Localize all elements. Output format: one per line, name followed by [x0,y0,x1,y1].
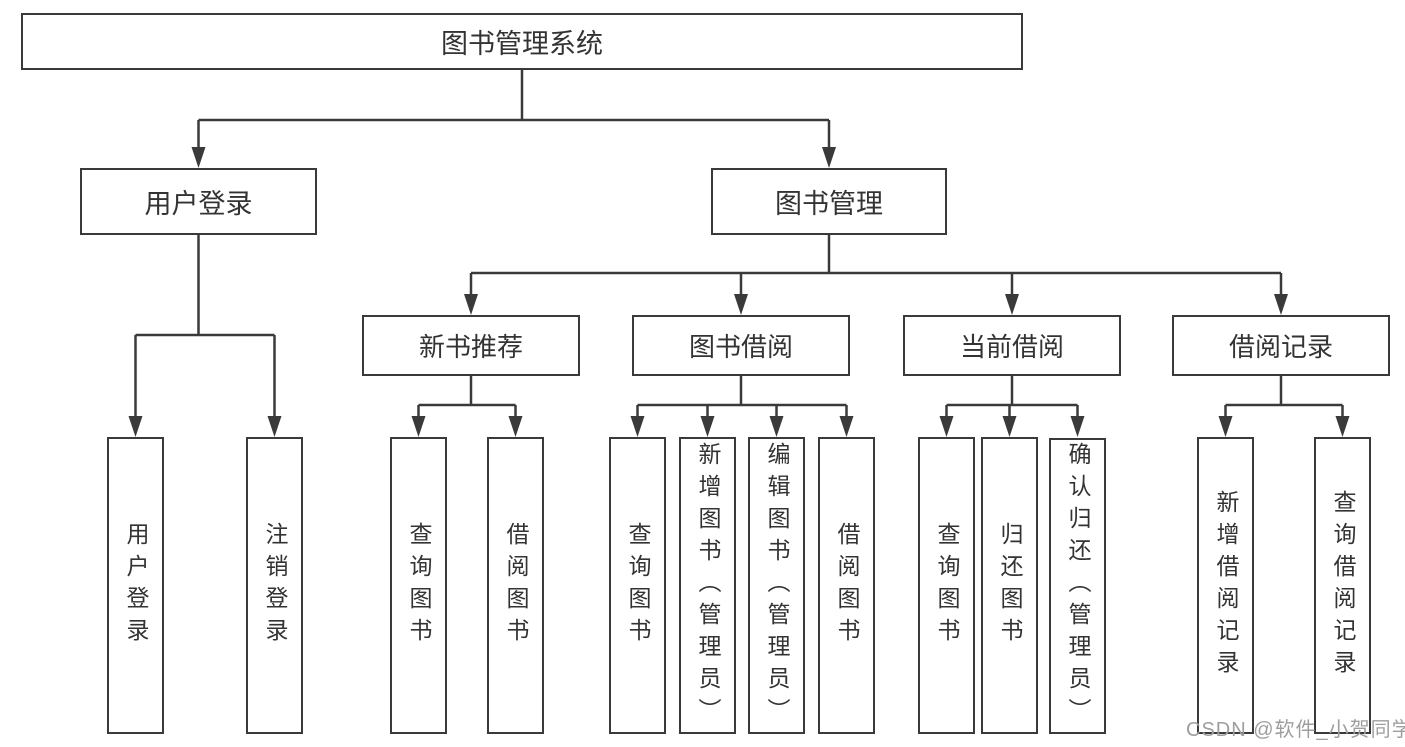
leaf-add-books-admin: 新增图书（管理员） [679,437,736,734]
node-label: 新增借阅记录 [1213,489,1239,682]
tree-connectors [134,70,1344,423]
leaf-edit-books-admin: 编辑图书（管理员） [748,437,805,734]
node-label: 确认归还（管理员） [1065,442,1091,730]
node-book-borrowing: 图书借阅 [632,315,850,376]
node-label: 用户登录 [144,189,253,219]
leaf-borrow-books-2: 借阅图书 [818,437,875,734]
node-label: 借阅图书 [503,521,529,650]
node-label: 图书管理系统 [441,29,603,59]
node-label: 当前借阅 [959,332,1064,362]
node-borrowing-records: 借阅记录 [1172,315,1390,376]
node-label: 查询借阅记录 [1330,489,1356,682]
node-current-borrowing: 当前借阅 [903,315,1121,376]
node-label: 新增图书（管理员） [695,441,721,730]
node-new-book-recommend: 新书推荐 [362,315,580,376]
leaf-query-books-1: 查询图书 [390,437,447,734]
node-label: 注销登录 [262,521,288,650]
node-label: 图书借阅 [688,332,793,362]
leaf-logout: 注销登录 [246,437,303,734]
node-label: 借阅记录 [1228,332,1333,362]
leaf-return-books: 归还图书 [981,437,1038,734]
node-label: 借阅图书 [834,521,860,650]
node-root: 图书管理系统 [21,13,1023,70]
node-user-login: 用户登录 [80,168,317,235]
node-book-management: 图书管理 [711,168,947,235]
node-label: 查询图书 [934,521,960,650]
node-label: 查询图书 [625,521,651,650]
leaf-query-borrow-record: 查询借阅记录 [1314,437,1371,734]
node-label: 归还图书 [997,521,1023,650]
node-label: 图书管理 [775,189,883,219]
node-label: 编辑图书（管理员） [764,441,790,730]
arrowheads [128,147,1350,437]
watermark: CSDN @软件_小贺同学 [1186,719,1405,741]
leaf-query-books-2: 查询图书 [609,437,666,734]
leaf-query-books-3: 查询图书 [918,437,975,734]
node-label: 新书推荐 [418,332,523,362]
node-label: 用户登录 [123,521,149,650]
leaf-add-borrow-record: 新增借阅记录 [1197,437,1254,734]
node-label: 查询图书 [406,521,432,650]
leaf-user-login: 用户登录 [107,437,164,734]
leaf-confirm-return-admin: 确认归还（管理员） [1049,438,1106,734]
leaf-borrow-books-1: 借阅图书 [487,437,544,734]
